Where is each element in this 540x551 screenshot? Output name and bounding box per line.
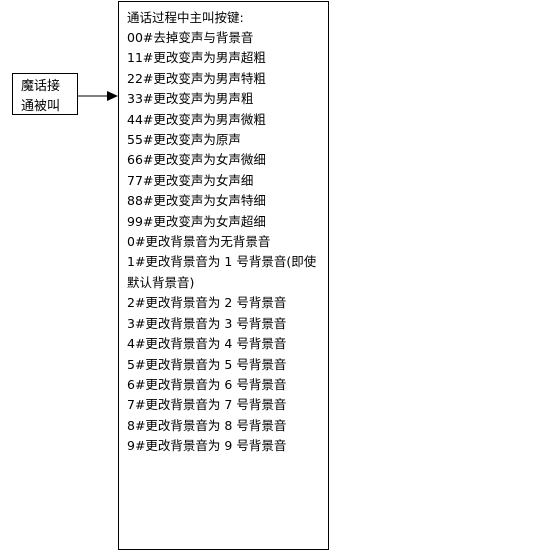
flow-arrow xyxy=(78,91,118,101)
command-item: 44#更改变声为男声微粗 xyxy=(127,111,266,127)
keypress-commands-box: 通话过程中主叫按键: 00#去掉变声与背景音 11#更改变声为男声超粗 22#更… xyxy=(118,1,329,550)
command-item: 0#更改背景音为无背景音 xyxy=(127,234,271,250)
command-item: 99#更改变声为女声超细 xyxy=(127,213,266,229)
caller-connect-line-1: 魔话接 xyxy=(21,79,61,94)
flow-arrowhead xyxy=(107,91,118,101)
command-item: 66#更改变声为女声微细 xyxy=(127,152,266,168)
command-item: 8#更改背景音为 8 号背景音 xyxy=(127,417,287,433)
command-item: 5#更改背景音为 5 号背景音 xyxy=(127,356,287,372)
command-item: 4#更改背景音为 4 号背景音 xyxy=(127,336,287,352)
caller-connect-box: 魔话接 通被叫 xyxy=(12,73,78,115)
commands-list: 00#去掉变声与背景音 11#更改变声为男声超粗 22#更改变声为男声特粗 33… xyxy=(127,28,328,457)
command-item: 2#更改背景音为 2 号背景音 xyxy=(127,295,287,311)
command-item: 33#更改变声为男声粗 xyxy=(127,91,254,107)
command-item: 3#更改背景音为 3 号背景音 xyxy=(127,315,287,331)
command-item: 77#更改变声为女声细 xyxy=(127,172,254,188)
command-item: 7#更改背景音为 7 号背景音 xyxy=(127,397,287,413)
caller-connect-line-2: 通被叫 xyxy=(21,99,61,114)
command-item: 55#更改变声为原声 xyxy=(127,132,241,148)
command-item: 11#更改变声为男声超粗 xyxy=(127,50,266,66)
command-item: 00#去掉变声与背景音 xyxy=(127,30,254,45)
command-item: 9#更改背景音为 9 号背景音 xyxy=(127,438,287,454)
command-item: 6#更改背景音为 6 号背景音 xyxy=(127,376,287,392)
command-item: 22#更改变声为男声特粗 xyxy=(127,70,266,86)
command-item: 88#更改变声为女声特细 xyxy=(127,193,266,209)
commands-title: 通话过程中主叫按键: xyxy=(127,10,244,25)
command-item: 1#更改背景音为 1 号背景音(即使默认背景音) xyxy=(127,254,317,290)
